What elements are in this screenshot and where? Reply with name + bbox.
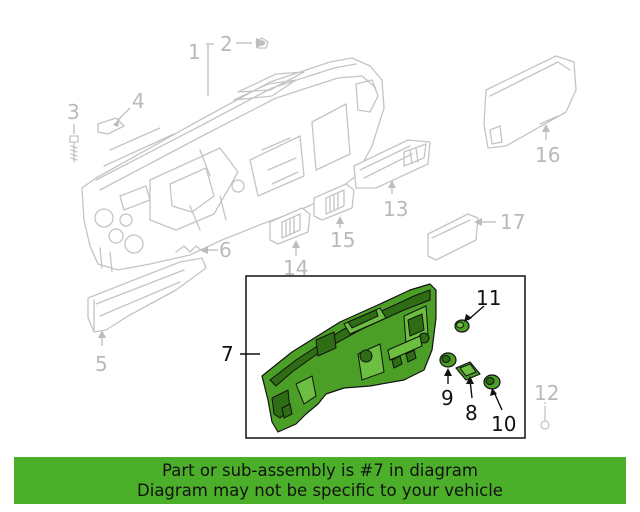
callout-3: 3 bbox=[67, 100, 80, 124]
footer-banner: Part or sub-assembly is #7 in diagram Di… bbox=[14, 457, 626, 504]
knob-part-10[interactable] bbox=[483, 374, 501, 390]
callout-2: 2 bbox=[220, 32, 233, 56]
callout-11: 11 bbox=[476, 286, 501, 310]
callout-6: 6 bbox=[219, 238, 232, 262]
cover-part-4[interactable] bbox=[97, 117, 125, 135]
glove-box-part-16[interactable] bbox=[483, 55, 577, 149]
callout-17: 17 bbox=[500, 210, 525, 234]
screw-part-3[interactable] bbox=[69, 135, 79, 163]
callout-5: 5 bbox=[95, 352, 108, 376]
parts-diagram: 1 2 3 4 5 6 7 8 9 10 11 12 13 14 15 16 1… bbox=[67, 32, 577, 439]
lower-panel-part-5[interactable] bbox=[87, 257, 207, 333]
vent-part-15[interactable] bbox=[313, 183, 355, 221]
leader-arrowheads bbox=[98, 38, 550, 396]
callout-4: 4 bbox=[132, 89, 145, 113]
callout-14: 14 bbox=[283, 256, 308, 280]
module-part-17[interactable] bbox=[427, 213, 479, 261]
footer-line-1: Part or sub-assembly is #7 in diagram bbox=[162, 460, 478, 480]
callout-16: 16 bbox=[535, 143, 560, 167]
detail-box bbox=[245, 275, 526, 439]
callout-1: 1 bbox=[188, 40, 201, 64]
callout-8: 8 bbox=[465, 401, 478, 425]
vent-part-14[interactable] bbox=[269, 207, 311, 245]
footer-line-2: Diagram may not be specific to your vehi… bbox=[137, 480, 503, 500]
callout-7: 7 bbox=[221, 342, 234, 366]
vent-part-13[interactable] bbox=[353, 139, 431, 189]
clip-part-12[interactable] bbox=[540, 405, 550, 430]
callout-15: 15 bbox=[330, 228, 355, 252]
callout-12: 12 bbox=[534, 381, 559, 405]
callout-9: 9 bbox=[441, 386, 454, 410]
highlighted-part-7-bezel[interactable] bbox=[261, 283, 437, 433]
switch-part-8[interactable] bbox=[455, 361, 481, 381]
clip-part-6[interactable] bbox=[175, 245, 205, 253]
callout-10: 10 bbox=[491, 412, 516, 436]
knob-part-11[interactable] bbox=[454, 319, 470, 333]
knob-part-9[interactable] bbox=[439, 352, 457, 368]
instrument-panel-part-1[interactable] bbox=[81, 57, 385, 273]
callout-13: 13 bbox=[383, 197, 408, 221]
